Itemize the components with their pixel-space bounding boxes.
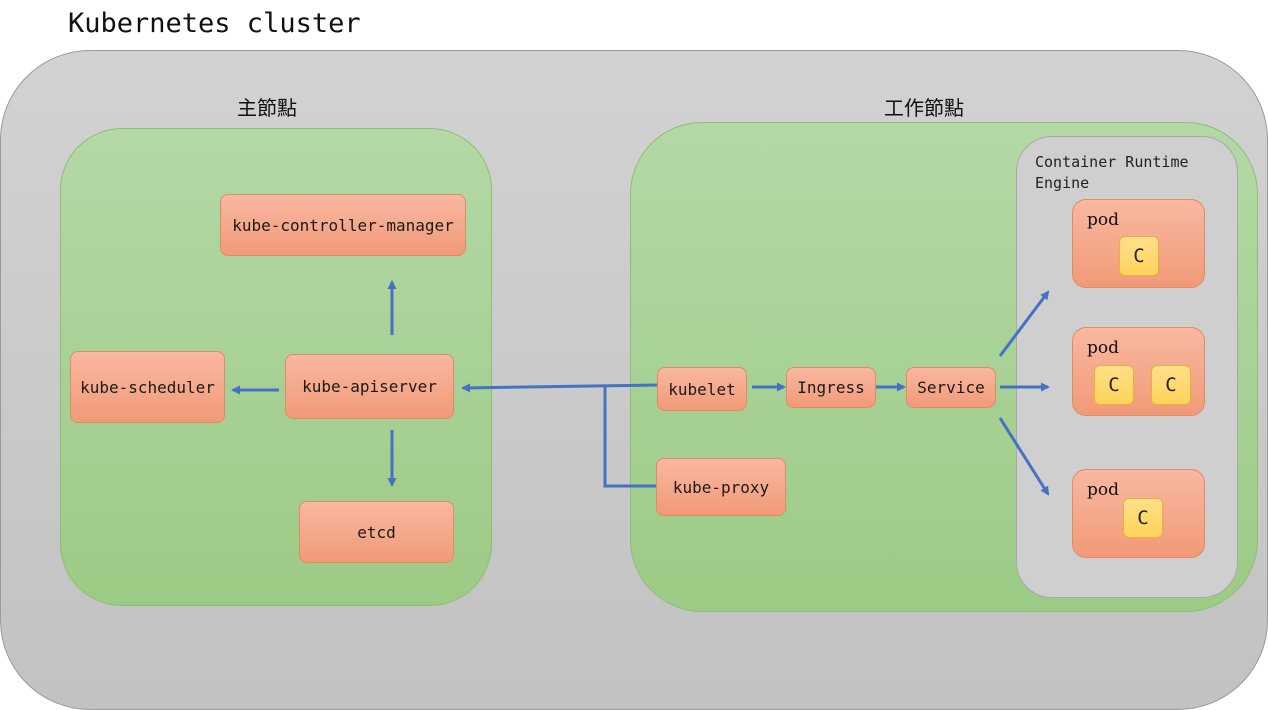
pod-label: pod <box>1087 480 1119 500</box>
pod-label: pod <box>1087 210 1119 230</box>
kube-proxy-box: kube-proxy <box>656 458 786 516</box>
container-box: C <box>1123 498 1163 538</box>
kube-apiserver-box: kube-apiserver <box>285 354 454 419</box>
pod-1: pod C <box>1072 199 1205 288</box>
container-box: C <box>1119 236 1159 276</box>
container-runtime-label: Container Runtime Engine <box>1035 153 1189 192</box>
kubelet-box: kubelet <box>657 367 747 411</box>
container-box: C <box>1151 365 1191 405</box>
diagram-title: Kubernetes cluster <box>68 8 361 39</box>
worker-node-label: 工作節點 <box>884 96 964 120</box>
kube-controller-manager-box: kube-controller-manager <box>220 194 466 256</box>
pod-label: pod <box>1087 338 1119 358</box>
pod-2: pod C C <box>1072 327 1205 416</box>
pod-3: pod C <box>1072 469 1205 558</box>
service-box: Service <box>906 367 996 408</box>
ingress-box: Ingress <box>786 367 876 408</box>
etcd-box: etcd <box>299 501 454 563</box>
kube-scheduler-box: kube-scheduler <box>70 351 225 423</box>
container-box: C <box>1094 365 1134 405</box>
master-node-label: 主節點 <box>237 96 297 120</box>
